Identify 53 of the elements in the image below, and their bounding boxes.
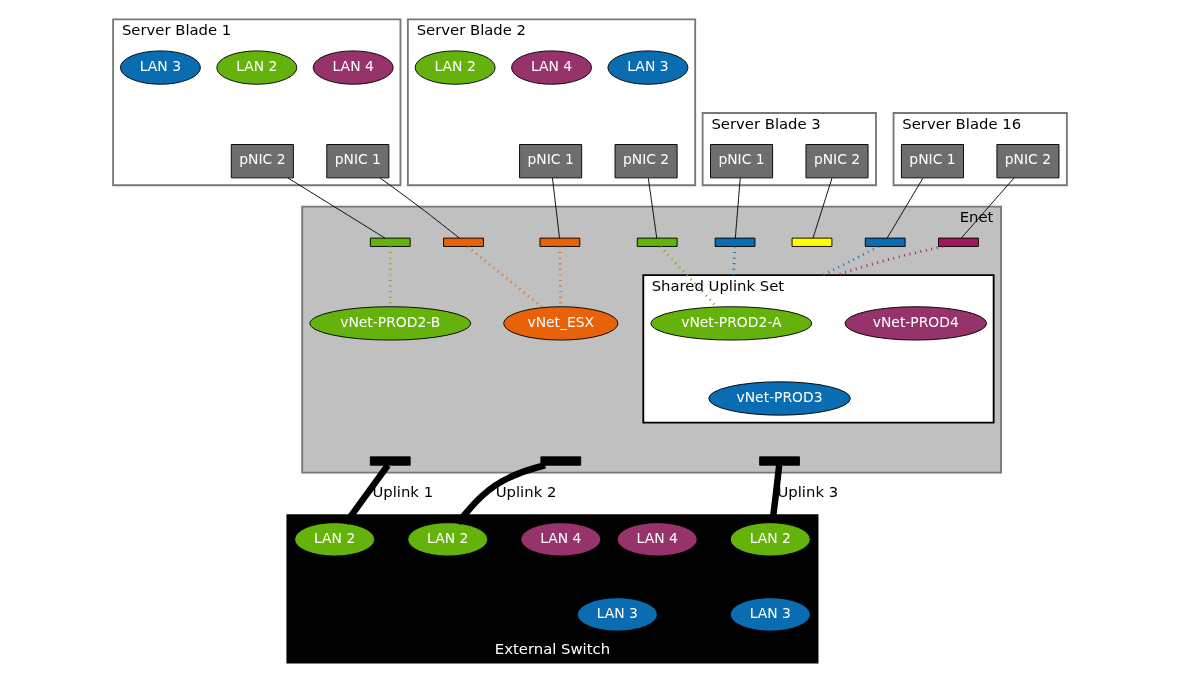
node-ellipse: LAN 4 xyxy=(520,522,602,557)
node-ellipse: LAN 3 xyxy=(119,50,201,85)
node-bar xyxy=(539,237,581,247)
node-ellipse: LAN 2 xyxy=(216,50,298,85)
node-ellipse: LAN 2 xyxy=(294,522,376,557)
node-bar xyxy=(369,237,411,247)
node-ellipse: LAN 2 xyxy=(414,50,496,85)
node-ellipse: vNet_ESX xyxy=(503,306,619,341)
connector xyxy=(379,177,460,239)
node-ellipse: vNet-PROD4 xyxy=(844,306,988,341)
node-box: pNIC 2 xyxy=(230,144,294,179)
node-ellipse: LAN 3 xyxy=(576,597,658,632)
node-ellipse: LAN 2 xyxy=(729,522,811,557)
node-box: pNIC 2 xyxy=(996,144,1060,179)
node-box: pNIC 2 xyxy=(805,144,869,179)
node-box: pNIC 1 xyxy=(326,144,390,179)
node-bar xyxy=(714,237,756,247)
connector xyxy=(659,245,718,308)
node-ellipse: LAN 3 xyxy=(729,597,811,632)
connector xyxy=(455,462,546,526)
node-ellipse: LAN 4 xyxy=(511,50,592,85)
connector xyxy=(466,245,544,309)
connector xyxy=(812,177,833,239)
connector xyxy=(734,177,741,239)
connector xyxy=(552,177,560,239)
node-ellipse: LAN 4 xyxy=(616,522,698,557)
node-ellipse: LAN 3 xyxy=(607,50,689,85)
node-box: pNIC 2 xyxy=(614,144,678,179)
node-ellipse: LAN 2 xyxy=(407,522,489,557)
connector xyxy=(769,464,783,523)
node-bar xyxy=(864,237,906,247)
node-bar xyxy=(443,237,484,247)
connector xyxy=(960,177,1015,239)
edge-label: Uplink 1 xyxy=(372,483,434,501)
node-bar xyxy=(759,456,800,466)
connector xyxy=(647,177,658,239)
node-bar xyxy=(636,237,678,247)
connector xyxy=(287,177,386,239)
node-box: pNIC 1 xyxy=(519,144,583,179)
node-box: pNIC 1 xyxy=(710,144,774,179)
edge-label: Uplink 3 xyxy=(777,483,839,501)
node-bar xyxy=(791,237,833,247)
node-ellipse: vNet-PROD2-B xyxy=(309,306,472,341)
node-ellipse: LAN 4 xyxy=(312,50,394,85)
edge-label: Uplink 2 xyxy=(495,483,557,501)
node-bar xyxy=(540,456,582,466)
node-ellipse: vNet-PROD3 xyxy=(708,381,851,416)
connector xyxy=(886,177,924,239)
node-bar xyxy=(938,237,979,247)
node-ellipse: vNet-PROD2-A xyxy=(650,306,813,341)
node-box: pNIC 1 xyxy=(900,144,964,179)
connector xyxy=(822,245,880,277)
node-bar xyxy=(369,456,411,466)
